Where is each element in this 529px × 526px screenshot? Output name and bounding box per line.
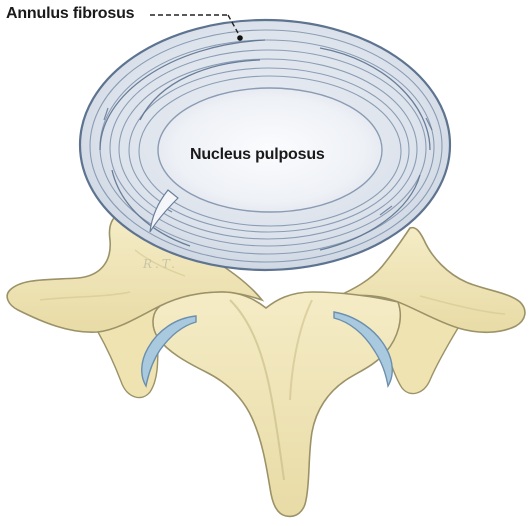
annulus-fibrosus-label: Annulus fibrosus <box>6 5 134 23</box>
intervertebral-disc <box>80 20 450 270</box>
nucleus-pulposus-label: Nucleus pulposus <box>190 146 325 164</box>
artist-signature: R.T. <box>143 257 178 271</box>
annulus-pointer-dot <box>237 35 243 41</box>
